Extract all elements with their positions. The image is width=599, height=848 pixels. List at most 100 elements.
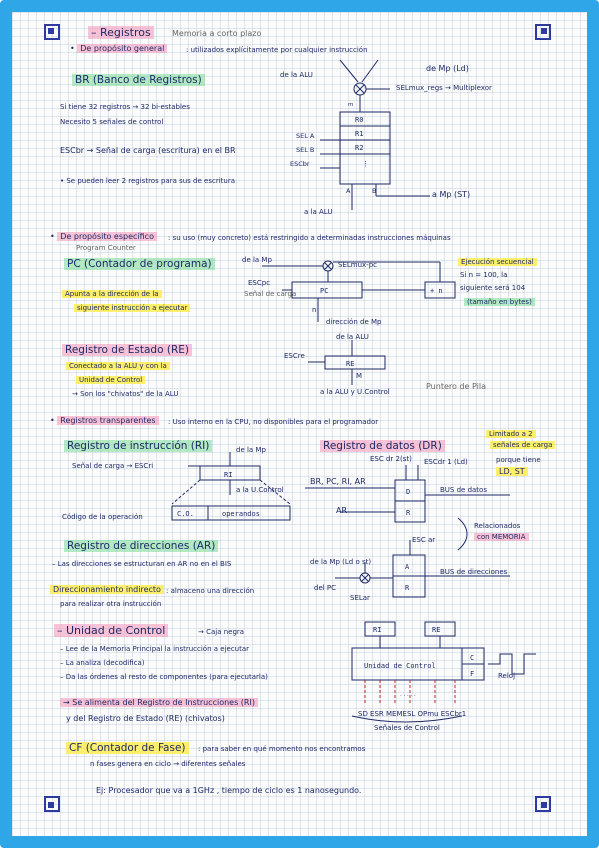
re-desc1: Conectado a la ALU y con la: [66, 362, 170, 370]
re-box-label: RE: [346, 360, 354, 368]
uc-l2: – La analiza (decodifica): [60, 659, 145, 667]
pc-from-mp: de la Mp: [242, 256, 272, 264]
uc-signals: SD ESR MEMESL OPmu ESCbr1: [358, 710, 467, 718]
uc-arrow-note: → Caja negra: [198, 628, 245, 636]
br-from-alu: de la ALU: [280, 71, 313, 79]
corner-ornament-icon: [44, 796, 60, 812]
page-subtitle: Memoria a corto plazo: [172, 29, 262, 38]
re-desc3: → Son los "chivatos" de la ALU: [72, 390, 179, 398]
pc-dir-mp: dirección de Mp: [326, 318, 382, 326]
reg-r0: R0: [355, 116, 363, 124]
re-to: a la ALU y U.Control: [320, 388, 390, 396]
ri-box-label: RI: [224, 471, 232, 479]
transparent-heading: • Registros transparentes: [50, 416, 159, 425]
indirect2: : almaceno una dirección: [166, 587, 255, 595]
ri-from: de la Mp: [236, 446, 266, 454]
escbr-label: ESCbr: [290, 160, 310, 168]
dr-ldst: LD, ST: [496, 467, 528, 476]
re-desc2: Unidad de Control: [76, 376, 146, 384]
uc-feed1: → Se alimenta del Registro de Instruccio…: [60, 698, 258, 707]
uc-ri-label: RI: [373, 626, 381, 634]
ri-opcode: Código de la operación: [62, 513, 143, 521]
re-escre: ESCre: [284, 352, 305, 360]
pc-desc1: Apunta a la dirección de la: [62, 290, 162, 298]
indirect1: Direccionamiento indirecto: [50, 585, 164, 594]
dr-note2: señales de carga: [490, 441, 556, 449]
uc-signals-label: Señales de Control: [374, 724, 440, 732]
ar-del-pc: del PC: [314, 584, 337, 592]
br-line1: Si tiene 32 registros → 32 bi-estables: [60, 103, 190, 111]
uc-relay: Reloj: [498, 672, 516, 680]
operands-label: operandos: [222, 510, 260, 518]
br-bullet: • Se pueden leer 2 registros para sus de…: [60, 177, 235, 185]
re-title: Registro de Estado (RE): [62, 344, 192, 356]
cf-f-label: F: [470, 670, 474, 678]
uc-box-label: Unidad de Control: [364, 662, 436, 670]
pc-n: n: [312, 306, 317, 314]
ar-escar: ESC ar: [412, 536, 436, 544]
general-desc: : utilizados explícitamente por cualquie…: [186, 46, 368, 54]
sel-b-label: SEL B: [296, 146, 314, 154]
pc-escpc: ESCpc: [248, 279, 271, 287]
dr-esc2: ESCdr 1 (Ld): [424, 458, 468, 466]
dr-r-label: R: [406, 509, 411, 517]
rel2: con MEMORIA: [474, 533, 529, 541]
seq1: Ejecución secuencial: [458, 258, 537, 266]
uc-title: – Unidad de Control: [54, 624, 169, 637]
uc-feed2: y del Registro de Estado (RE) (chivatos): [66, 714, 225, 723]
pc-box-label: PC: [320, 287, 328, 295]
ar-r-label: R: [405, 584, 410, 592]
cf-c-label: C: [470, 654, 474, 662]
pc-note: Program Counter: [76, 244, 136, 252]
page-title: – Registros: [88, 26, 154, 39]
co-label: C.O.: [177, 510, 194, 518]
dr-in: AR: [336, 506, 348, 515]
br-selmux: SELmux_regs → Multiplexor: [396, 84, 492, 92]
mux-m-label: m: [348, 102, 353, 108]
specific-heading: • De propósito específico: [50, 232, 157, 241]
uc-dots: · · · · ·: [400, 693, 416, 699]
ri-esc: Señal de carga → ESCri: [72, 462, 154, 470]
indirect3: para realizar otra instrucción: [60, 600, 162, 608]
br-to-alu: a la ALU: [304, 208, 333, 216]
port-a-label: A: [346, 187, 351, 195]
example-line: Ej: Procesador que va a 1GHz , tiempo de…: [96, 786, 362, 795]
br-to-mp: a Mp (ST): [432, 190, 471, 199]
plus-n-label: + n: [430, 287, 443, 295]
cf-title: CF (Contador de Fase): [66, 742, 189, 754]
ri-to: a la U.Control: [236, 486, 284, 494]
seq3: siguiente será 104: [460, 284, 526, 292]
br-title: BR (Banco de Registros): [72, 74, 205, 86]
cf-desc2: n fases genera en ciclo → diferentes señ…: [90, 760, 246, 768]
dr-why: porque tiene: [496, 456, 541, 464]
reg-r1: R1: [355, 130, 363, 138]
ar-from: de la Mp (Ld o st): [310, 558, 372, 566]
corner-ornament-icon: [44, 24, 60, 40]
dr-d-label: D: [406, 488, 410, 496]
dr-bus: BUS de datos: [440, 486, 487, 494]
port-b-label: B: [372, 187, 376, 195]
ar-selar: SELar: [350, 594, 370, 602]
re-from-alu: de la ALU: [336, 333, 369, 341]
specific-desc: : su uso (muy concreto) está restringido…: [168, 234, 451, 242]
dr-sources: BR, PC, RI, AR: [310, 477, 366, 486]
ri-title: Registro de instrucción (RI): [64, 440, 213, 452]
corner-ornament-icon: [535, 796, 551, 812]
br-from-mp: de Mp (Ld): [426, 64, 469, 73]
uc-re-label: RE: [432, 626, 440, 634]
pc-title: PC (Contador de programa): [64, 258, 215, 270]
dr-note1: Limitado a 2: [486, 430, 536, 438]
corner-ornament-icon: [535, 24, 551, 40]
cf-desc1: : para saber en qué momento nos encontra…: [198, 745, 366, 753]
uc-l1: – Lee de la Memoria Principal la instruc…: [60, 645, 250, 653]
sel-a-label: SEL A: [296, 132, 315, 140]
pc-escpc-sub: Señal de carga: [244, 290, 297, 298]
ar-title: Registro de direcciones (AR): [64, 540, 219, 552]
reg-more: ⋮: [362, 160, 369, 168]
seq4: (tamaño en bytes): [464, 298, 535, 306]
ar-bus: BUS de direcciones: [440, 568, 508, 576]
re-m: M: [356, 372, 363, 380]
dr-esc1: ESC dr 2(st): [370, 455, 412, 463]
rel1: Relacionados: [474, 522, 521, 530]
